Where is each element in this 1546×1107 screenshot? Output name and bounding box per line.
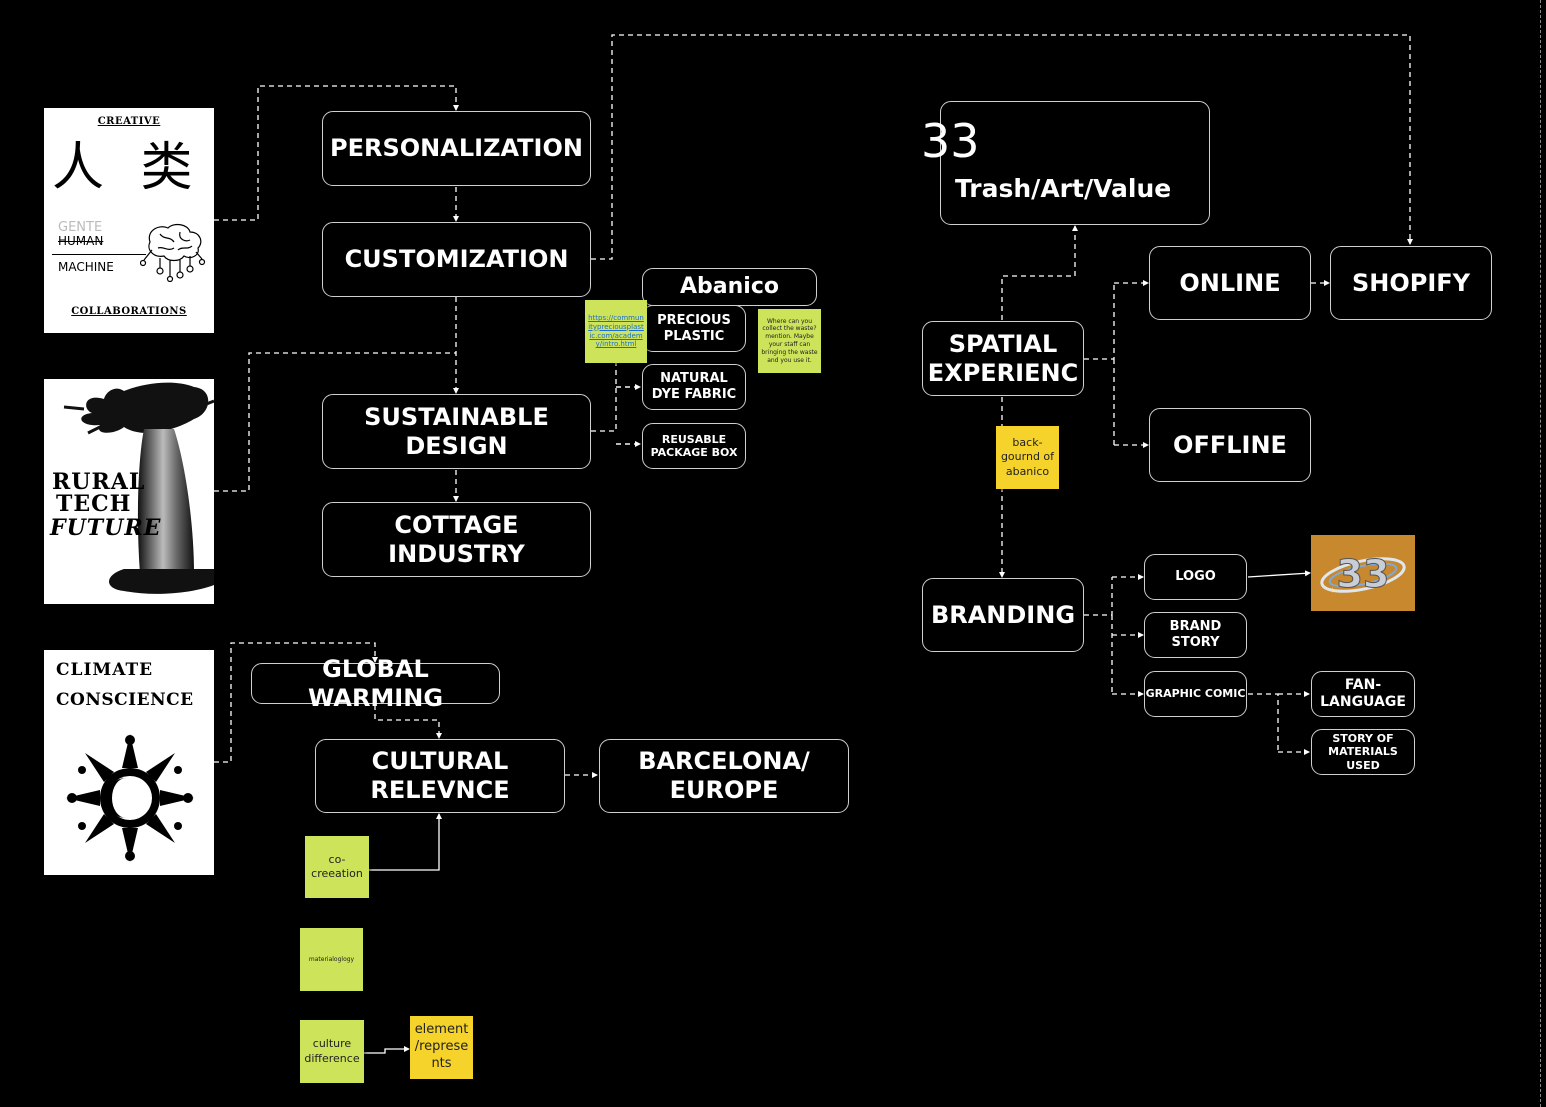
node-abanico[interactable]: Abanico bbox=[642, 268, 817, 306]
poster-creative-gente: GENTE bbox=[58, 220, 103, 235]
node-brand-story[interactable]: BRAND STORY bbox=[1144, 612, 1247, 658]
node-reusable-package-box[interactable]: REUSABLE PACKAGE BOX bbox=[642, 423, 746, 469]
node-spatial-experienc[interactable]: SPATIAL EXPERIENC bbox=[922, 321, 1084, 396]
poster-climate-conscience[interactable]: CLIMATE CONSCIENCE bbox=[44, 650, 214, 875]
canvas-edge-divider bbox=[1540, 0, 1541, 1107]
orbit-33-logo-icon: 33 ✦ bbox=[1320, 552, 1406, 597]
logo-image-text: 33 bbox=[1337, 552, 1390, 596]
connector-cocreeation-cultural bbox=[369, 813, 442, 871]
connector-comic-subitems bbox=[1248, 693, 1279, 752]
poster-climate-line2: CONSCIENCE bbox=[56, 690, 194, 710]
poster-rural-line3: FUTURE bbox=[50, 515, 162, 541]
node-trash-art-value[interactable]: 33 Trash/Art/Value bbox=[921, 101, 1210, 225]
sticky-precious-plastic-link[interactable]: https://communitypreciousplastic.com/aca… bbox=[585, 300, 647, 363]
node-customization[interactable]: CUSTOMIZATION bbox=[322, 222, 591, 297]
poster-rural-line1: RURAL bbox=[52, 469, 146, 495]
node-sustainable-design[interactable]: SUSTAINABLE DESIGN bbox=[322, 394, 591, 469]
poster-rural-tech-future[interactable]: RURAL TECH FUTURE bbox=[44, 379, 214, 604]
sticky-element-represents[interactable]: element /represe nts bbox=[410, 1016, 473, 1079]
node-precious-plastic[interactable]: PRECIOUS PLASTIC bbox=[642, 305, 746, 352]
node-barcelona-europe[interactable]: BARCELONA/ EUROPE bbox=[599, 739, 849, 813]
connector-spatial-online-offline bbox=[1084, 283, 1115, 445]
precious-plastic-link[interactable]: https://communitypreciousplastic.com/aca… bbox=[588, 314, 644, 349]
node-shopify[interactable]: SHOPIFY bbox=[1330, 246, 1492, 320]
sticky-co-creeation[interactable]: co- creeation bbox=[305, 836, 369, 898]
node-logo[interactable]: LOGO bbox=[1144, 554, 1247, 600]
baobab-tree-icon bbox=[63, 382, 214, 594]
poster-rural-line2: TECH bbox=[56, 491, 132, 517]
logo-image-tile[interactable]: 33 ✦ bbox=[1311, 535, 1415, 611]
sticky-materialoglogy[interactable]: materialoglogy bbox=[300, 928, 363, 991]
node-branding[interactable]: BRANDING bbox=[922, 578, 1084, 652]
sticky-background-abanico[interactable]: back- gournd of abanico bbox=[996, 426, 1059, 489]
sticky-culture-difference[interactable]: culture difference bbox=[300, 1020, 364, 1083]
node-graphic-comic[interactable]: GRAPHIC COMIC bbox=[1144, 671, 1247, 717]
trash-art-value-label: Trash/Art/Value bbox=[955, 174, 1172, 203]
poster-creative-human: HUMAN bbox=[58, 234, 104, 248]
poster-creative-divider bbox=[52, 254, 146, 255]
node-natural-dye-fabric[interactable]: NATURAL DYE FABRIC bbox=[642, 364, 746, 410]
node-online[interactable]: ONLINE bbox=[1149, 246, 1311, 320]
poster-creative-cjk: 人 类 bbox=[52, 138, 203, 198]
node-fan-language[interactable]: FAN- LANGUAGE bbox=[1311, 671, 1415, 717]
node-story-of-materials-used[interactable]: STORY OF MATERIALS USED bbox=[1311, 729, 1415, 775]
connector-culture-element bbox=[364, 1046, 410, 1054]
connector-spatial-trash bbox=[1001, 225, 1078, 320]
poster-climate-line1: CLIMATE bbox=[56, 660, 154, 680]
poster-creative-top: CREATIVE bbox=[97, 116, 161, 127]
brain-circuit-icon bbox=[140, 223, 206, 282]
poster-creative-machine: MACHINE bbox=[58, 260, 114, 274]
poster-creative-collaborations[interactable]: CREATIVE 人 类 GENTE HUMAN MACHINE COLLABO… bbox=[44, 108, 214, 333]
sticky-waste-note[interactable]: Where can you collect the waste? mention… bbox=[758, 309, 821, 373]
connector-branding-subitems bbox=[1084, 577, 1113, 694]
node-cultural-relevnce[interactable]: CULTURAL RELEVNCE bbox=[315, 739, 565, 813]
node-personalization[interactable]: PERSONALIZATION bbox=[322, 111, 591, 186]
poster-creative-bottom: COLLABORATIONS bbox=[71, 306, 187, 317]
sun-moon-icon bbox=[66, 734, 194, 862]
svg-text:✦: ✦ bbox=[1329, 586, 1336, 595]
node-global-warming[interactable]: GLOBAL WARMING bbox=[251, 655, 500, 712]
node-cottage-industry[interactable]: COTTAGE INDUSTRY bbox=[322, 502, 591, 577]
trash-number: 33 bbox=[921, 114, 980, 168]
connector-logo-image bbox=[1247, 570, 1311, 578]
node-offline[interactable]: OFFLINE bbox=[1149, 408, 1311, 482]
